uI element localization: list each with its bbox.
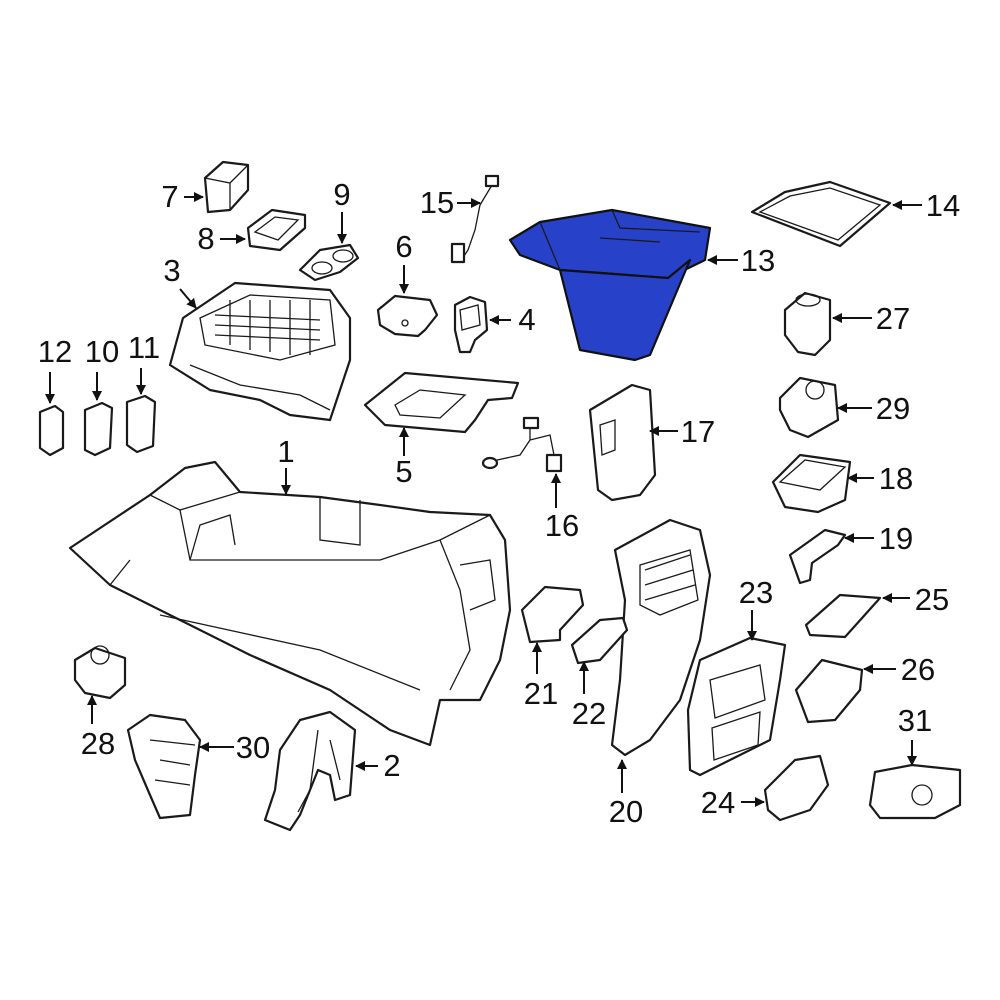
callout-17: 17 bbox=[681, 414, 715, 449]
callout-11: 11 bbox=[128, 330, 160, 365]
callout-20: 20 bbox=[609, 794, 643, 829]
part-3-storage-bin[interactable] bbox=[168, 281, 352, 422]
callout-7: 7 bbox=[161, 179, 178, 214]
part-28-controller-knob[interactable] bbox=[73, 645, 127, 700]
callout-22: 22 bbox=[572, 696, 606, 731]
part-30-shifter[interactable] bbox=[126, 713, 202, 820]
part-22-cover[interactable] bbox=[570, 616, 629, 665]
callout-1: 1 bbox=[277, 434, 294, 469]
callout-6: 6 bbox=[395, 229, 412, 264]
part-6-socket[interactable] bbox=[376, 294, 439, 338]
part-21-holder[interactable] bbox=[520, 585, 585, 644]
callout-30: 30 bbox=[236, 730, 270, 765]
callout-25: 25 bbox=[915, 582, 949, 617]
callout-9: 9 bbox=[333, 177, 350, 212]
callout-27: 27 bbox=[876, 301, 910, 336]
callout-13: 13 bbox=[741, 243, 775, 278]
part-10-switch[interactable] bbox=[83, 401, 114, 457]
part-23-rear-module[interactable] bbox=[686, 636, 787, 777]
callout-26: 26 bbox=[901, 652, 935, 687]
part-18-tray[interactable] bbox=[771, 453, 852, 514]
callout-8: 8 bbox=[197, 221, 214, 256]
part-5-shifter-bezel[interactable] bbox=[363, 371, 520, 434]
part-13-armrest[interactable] bbox=[508, 208, 712, 362]
part-24-trim[interactable] bbox=[763, 754, 830, 822]
part-19-bracket[interactable] bbox=[788, 528, 847, 585]
part-26-bin[interactable] bbox=[794, 658, 864, 724]
part-11-switch[interactable] bbox=[125, 394, 157, 454]
part-17-trim-panel[interactable] bbox=[588, 383, 657, 502]
callout-5: 5 bbox=[395, 454, 412, 489]
callout-24: 24 bbox=[701, 785, 735, 820]
callout-labels: 1 2 3 4 5 6 7 8 9 10 11 12 13 14 15 16 1 bbox=[38, 177, 960, 829]
part-4-switch[interactable] bbox=[453, 295, 489, 354]
callout-18: 18 bbox=[879, 461, 913, 496]
part-2-bracket[interactable] bbox=[263, 710, 357, 832]
part-8-tray[interactable] bbox=[246, 208, 307, 252]
part-1-console-housing[interactable] bbox=[68, 460, 512, 747]
part-20-rear-panel[interactable] bbox=[610, 518, 712, 757]
part-16-harness[interactable] bbox=[481, 416, 563, 473]
callout-23: 23 bbox=[739, 575, 773, 610]
callout-21: 21 bbox=[524, 676, 558, 711]
callout-19: 19 bbox=[879, 521, 913, 556]
part-14-mat[interactable] bbox=[750, 180, 892, 248]
callout-2: 2 bbox=[383, 748, 400, 783]
callout-15: 15 bbox=[420, 185, 454, 220]
callout-16: 16 bbox=[545, 508, 579, 543]
callout-4: 4 bbox=[518, 302, 535, 337]
part-31-control-panel[interactable] bbox=[868, 763, 962, 820]
part-25-insert[interactable] bbox=[804, 593, 882, 639]
part-12-switch[interactable] bbox=[38, 404, 65, 457]
part-29-controller[interactable] bbox=[778, 376, 840, 439]
part-15-wire[interactable] bbox=[450, 174, 500, 264]
part-27-controller[interactable] bbox=[783, 291, 832, 357]
callout-12: 12 bbox=[38, 334, 72, 369]
part-7-switch-block[interactable] bbox=[203, 160, 250, 214]
callout-14: 14 bbox=[926, 188, 960, 223]
callout-3: 3 bbox=[163, 253, 180, 288]
callout-10: 10 bbox=[85, 334, 119, 369]
callout-28: 28 bbox=[81, 726, 115, 761]
part-9-cup-holder[interactable] bbox=[298, 243, 360, 282]
callout-29: 29 bbox=[876, 391, 910, 426]
callout-31: 31 bbox=[898, 703, 932, 738]
